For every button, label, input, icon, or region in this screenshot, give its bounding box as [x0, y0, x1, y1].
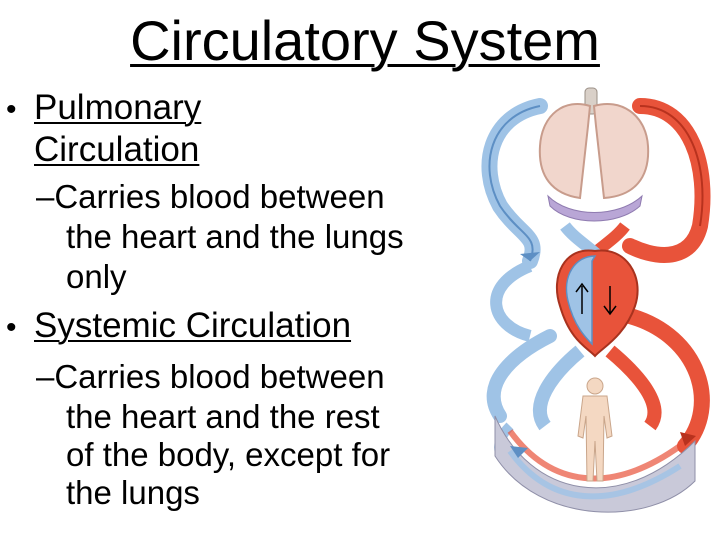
sub-bullet-pulmonary-line3: only: [66, 258, 127, 295]
slide-title: Circulatory System: [130, 9, 600, 72]
sub-bullet-systemic-line3: of the body, except for: [66, 436, 391, 473]
sub-bullet-systemic-line4: the lungs: [66, 474, 200, 511]
bullet-dot: •: [6, 311, 17, 344]
bullet-heading-systemic: Systemic Circulation: [34, 306, 352, 345]
human-body-icon: [577, 377, 613, 482]
bullet-heading-pulmonary-line2: Circulation: [34, 130, 200, 169]
sub-bullet-systemic-line1: –Carries blood between: [36, 358, 385, 395]
heart-icon: [555, 249, 639, 358]
lungs-icon: [538, 87, 650, 200]
sub-bullet-pulmonary-line2: the heart and the lungs: [66, 218, 404, 255]
circulation-diagram: [481, 87, 711, 513]
sub-bullet-pulmonary-line1: –Carries blood between: [36, 178, 385, 215]
bullet-dot: •: [6, 93, 17, 126]
sub-bullet-systemic-line2: the heart and the rest: [66, 398, 380, 435]
bullet-heading-pulmonary-line1: Pulmonary: [34, 88, 202, 127]
